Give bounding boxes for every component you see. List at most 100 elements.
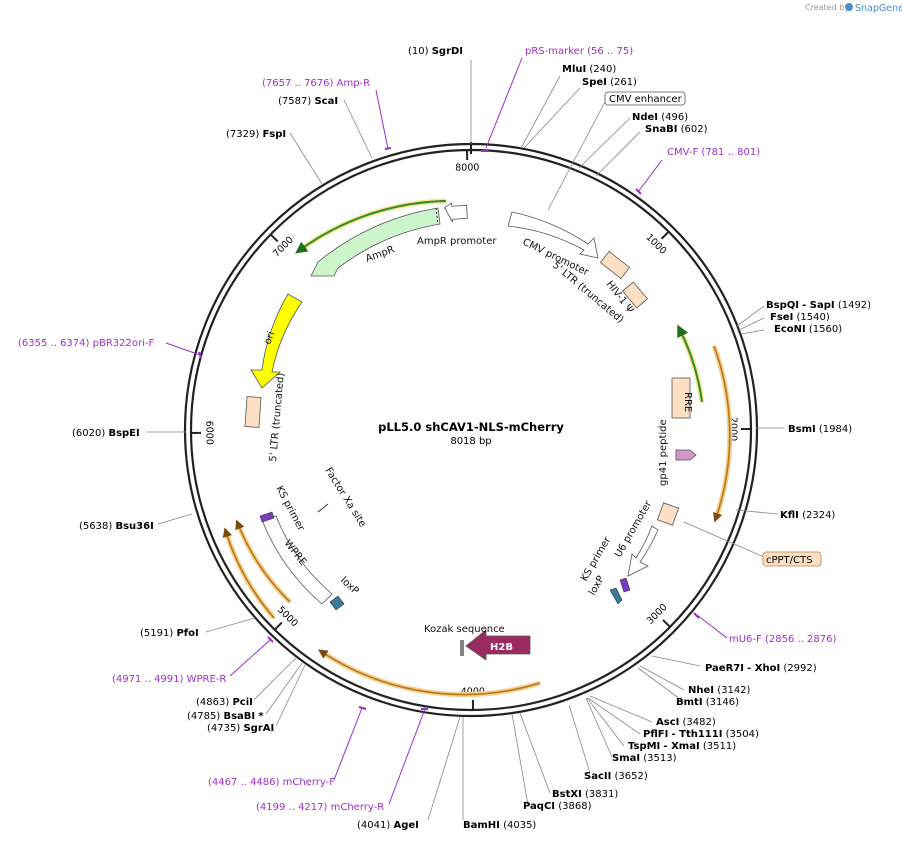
gp41-feature: gp41 peptide <box>658 419 697 486</box>
orf-bottom-highlight <box>320 649 541 697</box>
svg-text:(5191) PfoI: (5191) PfoI <box>140 628 199 639</box>
u6-promoter-feature: U6 promoter <box>613 498 680 577</box>
primer-markers <box>165 57 728 805</box>
ori-feature: ori <box>250 293 303 389</box>
site-bspqi: BspQI <box>766 300 799 311</box>
svg-text:TspMI - XmaI (3511): TspMI - XmaI (3511) <box>628 741 736 752</box>
ampr-feature: AmpR AmpR promoter <box>295 198 497 277</box>
primer-amp-r: Amp-R <box>337 78 371 89</box>
site-bsabi: BsaBI <box>223 711 255 722</box>
svg-text:CMV-F (781 .. 801): CMV-F (781 .. 801) <box>667 147 760 158</box>
factor-xa-label: Factor Xa site <box>322 466 367 530</box>
svg-text:(4041) AgeI: (4041) AgeI <box>357 820 419 831</box>
orf-left-inner-arc <box>235 519 291 603</box>
factor-xa-feature: Factor Xa site <box>317 466 368 530</box>
svg-text:(6020) BspEI: (6020) BspEI <box>72 428 140 439</box>
site-paer7i: PaeR7I <box>705 663 744 674</box>
site-nhei: NheI <box>688 685 714 696</box>
kozak-label: Kozak sequence <box>424 624 505 635</box>
svg-text:pRS-marker (56 .. 75): pRS-marker (56 .. 75) <box>525 46 633 57</box>
left-ltr-label: 5' LTR (truncated) <box>268 372 287 462</box>
svg-text:(7587) ScaI: (7587) ScaI <box>278 96 338 107</box>
ruler-tick-label: 2000 <box>727 417 738 441</box>
svg-text:(7329) FspI: (7329) FspI <box>226 129 286 140</box>
site-kfli: KflI <box>780 510 799 521</box>
site-pos: (10) <box>408 46 429 57</box>
u6-promoter-label: U6 promoter <box>613 498 655 559</box>
plasmid-size: 8018 bp <box>450 436 491 447</box>
orf-bottom-arc <box>317 649 541 696</box>
gp41-label: gp41 peptide <box>658 419 669 486</box>
svg-text:(4199 .. 4217) mCherry-R: (4199 .. 4217) mCherry-R <box>256 802 384 813</box>
site-scai: ScaI <box>314 96 338 107</box>
svg-text:PaqCI (3868): PaqCI (3868) <box>523 801 592 812</box>
svg-text:(10) SgrDI: (10) SgrDI <box>408 46 463 57</box>
site-pflfi: PflFI <box>643 729 668 740</box>
svg-text:AscI (3482): AscI (3482) <box>656 717 716 728</box>
svg-text:(4971 .. 4991) WPRE-R: (4971 .. 4991) WPRE-R <box>112 674 226 685</box>
site-sacii: SacII <box>584 771 611 782</box>
primer-mcherry-r: mCherry-R <box>331 802 385 813</box>
svg-text:SnaBI (602): SnaBI (602) <box>645 124 708 135</box>
site-pfoi: PfoI <box>176 628 198 639</box>
rre-arc <box>677 324 703 403</box>
loxp-left: loxP <box>329 575 361 611</box>
ruler-tick-label: 8000 <box>455 162 479 173</box>
site-bsu36i: Bsu36I <box>115 521 153 532</box>
svg-text:KflI (2324): KflI (2324) <box>780 510 835 521</box>
svg-text:mU6-F (2856 .. 2876): mU6-F (2856 .. 2876) <box>729 634 836 645</box>
ruler-tick-mark <box>269 233 279 243</box>
h2b-label: H2B <box>490 642 513 653</box>
svg-text:(5638) Bsu36I: (5638) Bsu36I <box>79 521 154 532</box>
site-tspmi: TspMI <box>628 741 660 752</box>
svg-text:SacII (3652): SacII (3652) <box>584 771 648 782</box>
site-paqci: PaqCI <box>523 801 555 812</box>
site-sgrai: SgrAI <box>243 723 274 734</box>
site-ndei: NdeI <box>632 112 658 123</box>
svg-text:(6355 .. 6374) pBR322ori-F: (6355 .. 6374) pBR322ori-F <box>18 338 154 349</box>
ampr-promoter-label: AmpR promoter <box>417 236 497 247</box>
site-bsmi: BsmI <box>788 424 816 435</box>
svg-text:BamHI (4035): BamHI (4035) <box>463 820 536 831</box>
primer-wpre-r: WPRE-R <box>187 674 227 685</box>
site-sgrdi: SgrDI <box>432 46 463 57</box>
site-mlui: MluI <box>562 64 586 75</box>
primer-pbr322ori-f: pBR322ori-F <box>93 338 155 349</box>
rre-feature: RRE <box>671 377 693 419</box>
snapgene-brand: SnapGene <box>855 3 902 14</box>
site-fspi: FspI <box>262 129 286 140</box>
primer-mu6-f: mU6-F <box>729 634 762 645</box>
rre-label: RRE <box>682 392 693 412</box>
svg-text:(4785) BsaBI *: (4785) BsaBI * <box>187 711 264 722</box>
left-ltr-feature: 5' LTR (truncated) <box>244 372 287 462</box>
svg-text:(7657 .. 7676) Amp-R: (7657 .. 7676) Amp-R <box>262 78 370 89</box>
site-econi: EcoNI <box>774 324 806 335</box>
leader-lines <box>146 60 784 821</box>
svg-text:BstXI (3831): BstXI (3831) <box>552 789 618 800</box>
orf-left-outer-arc <box>222 527 275 619</box>
site-asci: AscI <box>656 717 679 728</box>
site-spei: SpeI <box>582 77 607 88</box>
site-fsei: FseI <box>770 312 793 323</box>
ruler-tick-mark <box>274 621 283 631</box>
svg-text:BsmI (1984): BsmI (1984) <box>788 424 852 435</box>
svg-text:(4467 .. 4486) mCherry-F: (4467 .. 4486) mCherry-F <box>208 777 335 788</box>
svg-text:BspQI - SapI (1492): BspQI - SapI (1492) <box>766 300 871 311</box>
svg-text:PaeR7I - XhoI (2992): PaeR7I - XhoI (2992) <box>705 663 817 674</box>
orf-right-arc <box>713 345 731 523</box>
primer-cmv-f: CMV-F <box>667 147 698 158</box>
cppt-cts-callout: cPPT/CTS <box>762 551 822 567</box>
svg-text:NdeI (496): NdeI (496) <box>632 112 688 123</box>
site-bstxi: BstXI <box>552 789 582 800</box>
primer-mcherry-f: mCherry-F <box>283 777 336 788</box>
svg-text:(4863) PciI: (4863) PciI <box>196 697 253 708</box>
wpre-feature: WPRE KS primer <box>259 484 333 605</box>
svg-text:(4735) SgrAI: (4735) SgrAI <box>207 723 274 734</box>
primer-prs-marker: pRS-marker <box>525 46 585 57</box>
restriction-sites: (10) SgrDI MluI (240) SpeI (261) NdeI (4… <box>72 46 871 831</box>
created-by-label: Created by <box>805 3 849 12</box>
svg-text:EcoNI (1560): EcoNI (1560) <box>774 324 842 335</box>
ruler-tick-mark <box>662 619 671 628</box>
ori-label: ori <box>262 330 277 346</box>
